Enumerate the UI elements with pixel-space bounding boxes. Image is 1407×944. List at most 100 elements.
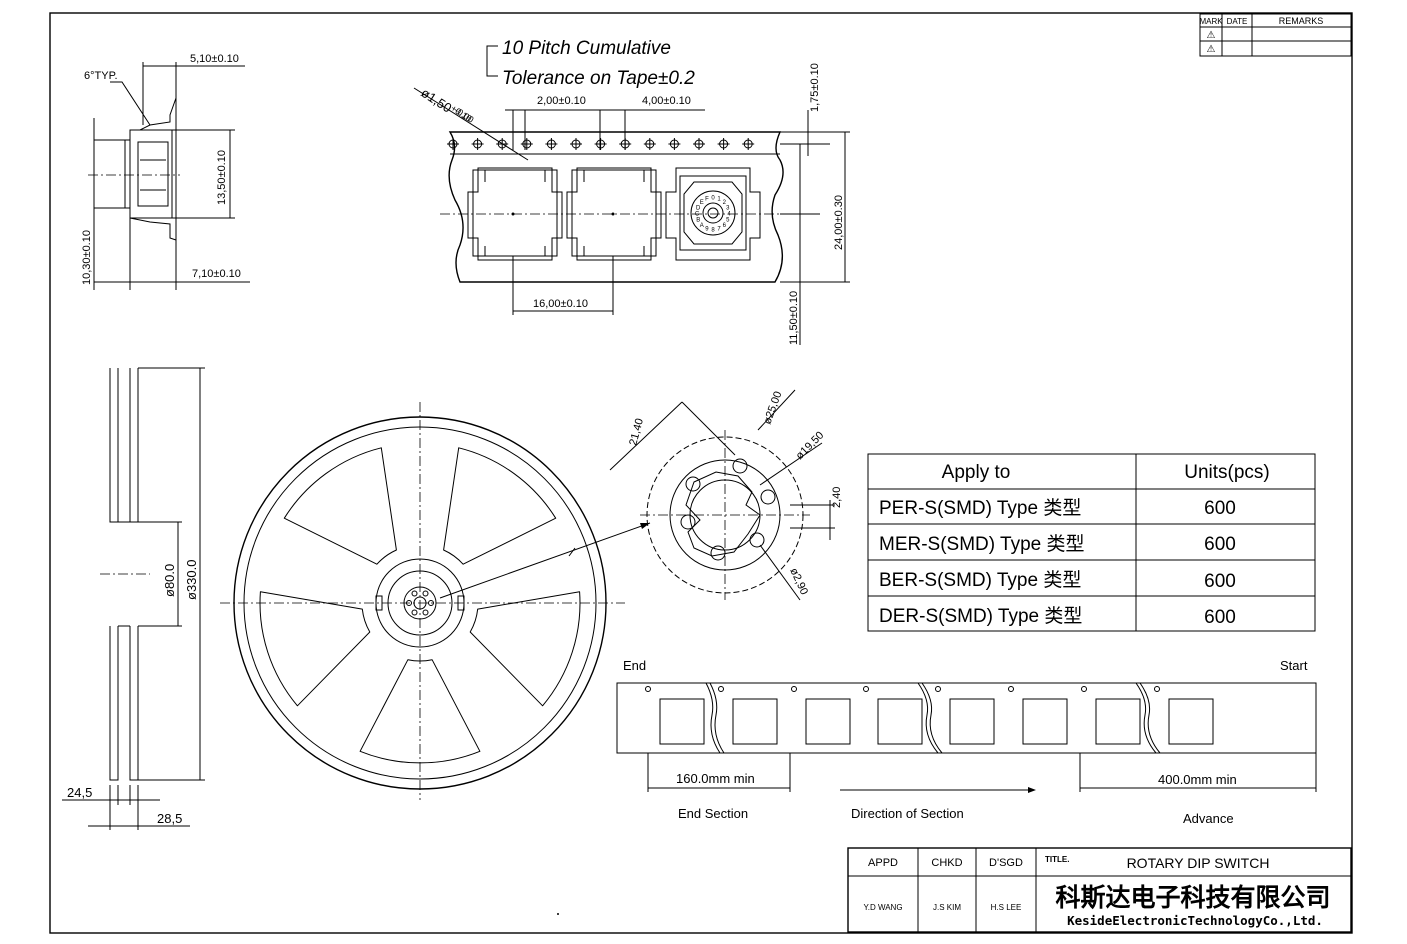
- rev-mark-1-icon: ⚠: [1207, 30, 1216, 41]
- rotor-digit: E: [700, 200, 704, 206]
- sprocket-hole: [520, 138, 533, 150]
- section-pocket: [1154, 686, 1214, 745]
- tb-appd: APPD: [868, 857, 898, 869]
- reel-dim-hub: ø80.0: [162, 564, 177, 597]
- rotor-digit: F: [705, 197, 709, 203]
- hub-hole: [411, 590, 418, 597]
- table-header-apply: Apply to: [942, 462, 1011, 483]
- reel-dim-dia: ø330.0: [184, 560, 199, 600]
- label-end: End: [623, 658, 646, 673]
- sprocket-hole: [570, 138, 582, 150]
- rev-header-date: DATE: [1227, 17, 1248, 26]
- advance-label: Advance: [1183, 811, 1234, 826]
- rev-header-remarks: REMARKS: [1279, 16, 1324, 26]
- pocket-1: [467, 167, 563, 261]
- tb-company-cn: 科斯达电子科技有限公司: [1055, 883, 1330, 912]
- side-dim-total: 10,30±0.10: [81, 230, 93, 285]
- section-pocket: [935, 686, 995, 745]
- tb-chkd-name: J.S KIM: [933, 903, 961, 912]
- reel-dim-a: 24,5: [67, 785, 92, 800]
- reel-front-view: [220, 402, 651, 800]
- section-pocket: [1081, 686, 1141, 745]
- spoke-window: [359, 659, 481, 764]
- rotor-digit: 2: [723, 200, 727, 206]
- rotor-digit: B: [696, 218, 700, 224]
- tb-appd-name: Y.D WANG: [863, 903, 902, 912]
- reel-dim-b: 28,5: [157, 811, 182, 826]
- table-row-type: MER-S(SMD) Type 类型: [879, 533, 1085, 555]
- tb-title: ROTARY DIP SWITCH: [1127, 855, 1270, 871]
- table-row-units: 600: [1204, 498, 1236, 519]
- table-row-type: BER-S(SMD) Type 类型: [879, 569, 1081, 591]
- rotor-digit: A: [700, 223, 704, 229]
- rotor-digit: 4: [727, 212, 731, 218]
- title-block: APPD CHKD D'SGD TITLE. ROTARY DIP SWITCH…: [847, 847, 1352, 933]
- section-pocket: [863, 686, 923, 745]
- tb-title-label: TITLE.: [1045, 855, 1069, 864]
- rotor-digit: 8: [711, 228, 715, 234]
- rotor-digit: 9: [705, 226, 709, 232]
- sprocket-hole: [471, 138, 484, 150]
- rotor-digit: 1: [717, 197, 721, 203]
- table-row-units: 600: [1204, 534, 1236, 555]
- hub-dim-25-00: ø25,00: [762, 390, 785, 426]
- sprocket-hole: [643, 138, 656, 150]
- reel-side-view: ø330.0 ø80.0 24,5 28,5: [62, 367, 205, 830]
- table-row-type: DER-S(SMD) Type 类型: [879, 605, 1082, 627]
- tb-company-en: KesideElectronicTechnologyCo.,Ltd.: [1067, 913, 1323, 928]
- table-row-units: 600: [1204, 607, 1236, 628]
- spoke-window: [443, 447, 557, 565]
- sheet-border: [49, 12, 1353, 934]
- table-row-units: 600: [1204, 571, 1236, 592]
- direction-of-section: Direction of Section: [851, 806, 964, 821]
- dim-pocket-pitch: 16,00±0.10: [533, 298, 588, 310]
- sprocket-hole: [668, 138, 681, 150]
- dim-width: 24,00±0.30: [833, 195, 845, 250]
- rotor-digit: C: [695, 212, 700, 218]
- hub-dim-21-40: 21,40: [627, 417, 646, 447]
- table-header-units: Units(pcs): [1184, 462, 1270, 483]
- sprocket-hole: [742, 138, 755, 150]
- side-view: 5,10±0.10 6°TYP. 13,50±0.10 7,10±0.10 10…: [81, 53, 250, 290]
- tb-chkd: CHKD: [931, 857, 962, 869]
- rotor-digit: 6: [723, 223, 727, 229]
- rotor-digit: 7: [717, 226, 721, 232]
- rotor-digit: D: [696, 205, 701, 211]
- section-pocket: [791, 686, 851, 745]
- dim-center: 11,50±0.10: [788, 291, 800, 345]
- tape-view: 10 Pitch Cumulative Tolerance on Tape±0.…: [413, 38, 850, 345]
- sprocket-hole: [594, 138, 607, 150]
- tb-dsgd-name: H.S LEE: [991, 903, 1022, 912]
- advance-length: 400.0mm min: [1158, 772, 1237, 787]
- hub-hole: [422, 590, 429, 597]
- section-pocket: [645, 686, 705, 745]
- hub-hole: [411, 609, 418, 616]
- spoke-window: [259, 591, 371, 707]
- spoke-window: [283, 447, 397, 565]
- pitch-note-line2: Tolerance on Tape±0.2: [502, 68, 695, 89]
- rev-header-mark: MARK: [1199, 17, 1223, 26]
- side-dim-height: 13,50±0.10: [216, 150, 228, 205]
- pocket-2: [566, 167, 662, 261]
- sprocket-hole: [447, 138, 459, 150]
- rotor-digit: 0: [711, 196, 715, 202]
- dim-hole-pitch: 4,00±0.10: [642, 95, 691, 107]
- revision-block: MARK DATE REMARKS ⚠ ⚠: [1199, 13, 1352, 57]
- spoke-window: [469, 591, 581, 707]
- hub-detail: 21,40 ø25,00 ø19,50 2,40 ø2,90: [609, 389, 843, 601]
- end-length: 160.0mm min: [676, 771, 755, 786]
- tb-dsgd: D'SGD: [989, 857, 1023, 869]
- hub-dim-19-50: ø19,50: [794, 429, 827, 462]
- side-dim-top: 5,10±0.10: [190, 53, 239, 65]
- rotor-digit: 5: [726, 218, 730, 224]
- sprocket-hole: [717, 138, 730, 150]
- side-angle: 6°TYP.: [84, 70, 118, 82]
- section-pockets: [645, 686, 1214, 745]
- packing-table: Apply to Units(pcs) PER-S(SMD) Type 类型 6…: [867, 453, 1316, 632]
- hub-hole: [422, 609, 429, 616]
- rotor-digit: 3: [726, 205, 730, 211]
- sprocket-hole: [545, 138, 558, 150]
- tape-sections: End Start 160.0mm min End Section Direct…: [616, 658, 1317, 826]
